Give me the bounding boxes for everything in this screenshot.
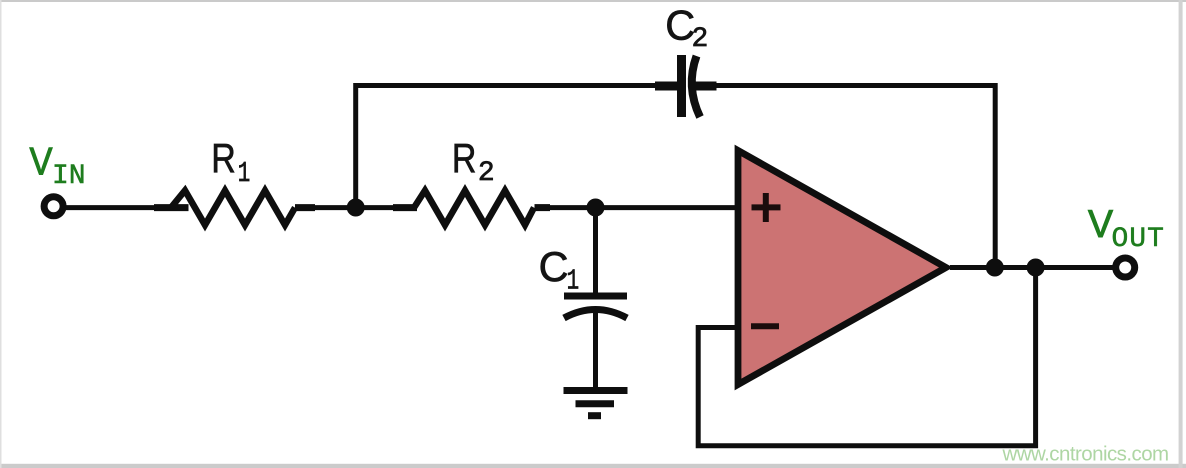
svg-text:OUT: OUT [1112,224,1165,255]
svg-text:IN: IN [52,161,86,192]
svg-text:V: V [30,141,53,184]
svg-text:2: 2 [692,24,709,55]
svg-text:www.cntronics.com: www.cntronics.com [1002,443,1169,466]
svg-text:V: V [1088,203,1113,246]
svg-text:R: R [211,135,236,181]
svg-text:1: 1 [238,157,251,190]
svg-text:R: R [452,135,477,181]
svg-text:2: 2 [478,158,495,189]
svg-text:C: C [665,2,695,49]
svg-text:1: 1 [567,265,580,298]
svg-text:C: C [539,243,569,290]
